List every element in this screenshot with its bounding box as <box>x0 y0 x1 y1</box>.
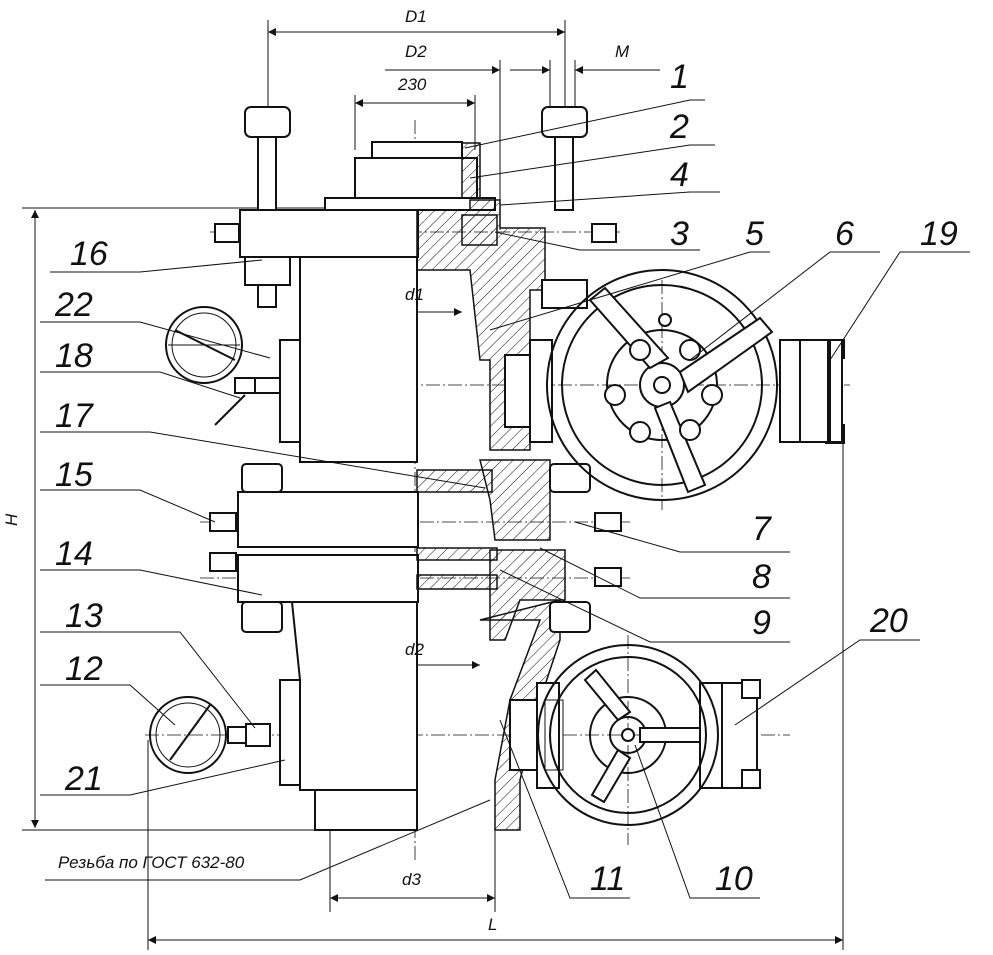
callout-2: 2 <box>669 108 689 146</box>
callout-6: 6 <box>835 215 854 253</box>
callout-1: 1 <box>670 58 689 96</box>
dim-M: M <box>615 42 630 61</box>
thread-note: Резьба по ГОСТ 632-80 <box>58 853 245 872</box>
callout-8: 8 <box>752 558 771 596</box>
lower-pressure-gauge <box>149 696 271 774</box>
upper-handwheel <box>546 269 778 501</box>
callout-5: 5 <box>745 215 764 253</box>
dim-d1: d1 <box>405 285 424 304</box>
callout-19: 19 <box>920 215 958 253</box>
mid-stud-right <box>549 463 591 633</box>
callout-15: 15 <box>55 456 93 494</box>
callout-22: 22 <box>54 286 93 324</box>
main-body <box>237 141 496 831</box>
callout-21: 21 <box>64 760 103 798</box>
callout-13: 13 <box>65 597 103 635</box>
callout-20: 20 <box>869 602 908 640</box>
dimension-labels: D1 D2 M 230 d1 d2 d3 L H <box>2 7 630 934</box>
callout-18: 18 <box>55 337 93 375</box>
mid-stud-left <box>241 463 283 633</box>
callout-17: 17 <box>55 397 94 435</box>
lower-side-outlet <box>509 679 761 789</box>
leader-lines <box>40 99 970 899</box>
callout-9: 9 <box>752 604 771 642</box>
callout-7: 7 <box>752 510 772 548</box>
callout-10: 10 <box>715 860 753 898</box>
callout-4: 4 <box>670 156 689 194</box>
dim-L: L <box>488 915 497 934</box>
top-stud-right <box>541 106 588 309</box>
callout-12: 12 <box>65 650 103 688</box>
top-stud-left <box>244 106 291 308</box>
dim-d3: d3 <box>402 870 421 889</box>
dim-D2: D2 <box>405 42 427 61</box>
callout-16: 16 <box>70 235 108 273</box>
callout-14: 14 <box>55 535 93 573</box>
upper-pressure-gauge <box>165 306 281 426</box>
dim-D1: D1 <box>405 7 427 26</box>
upper-side-outlet <box>504 339 843 443</box>
dim-230: 230 <box>397 75 427 94</box>
dim-d2: d2 <box>405 640 424 659</box>
stud-bolts <box>209 106 845 633</box>
dim-H: H <box>2 513 21 526</box>
lower-handwheel <box>537 644 719 826</box>
callout-3: 3 <box>670 215 689 253</box>
dimension-lines <box>22 20 844 950</box>
callout-11: 11 <box>590 860 625 898</box>
callout-numbers: 1 2 4 3 5 6 19 16 22 18 17 15 14 13 12 2… <box>54 58 958 898</box>
